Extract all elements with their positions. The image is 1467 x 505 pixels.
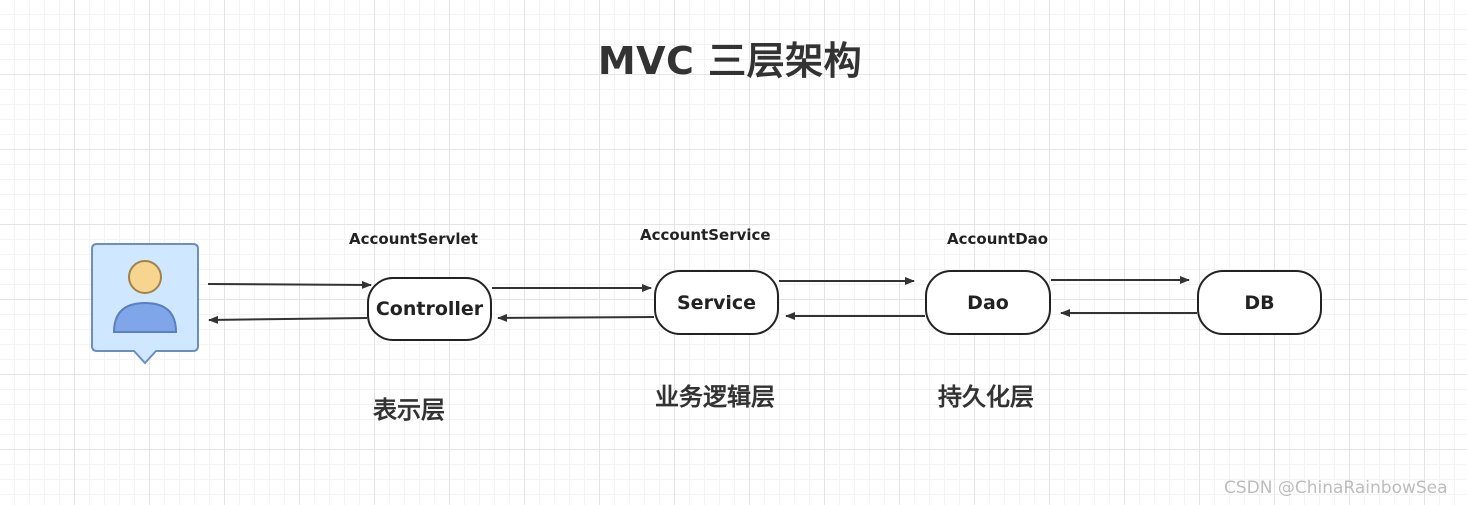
arrow-service-to-controller bbox=[497, 313, 655, 322]
controller-node: Controller bbox=[367, 277, 492, 341]
arrow-controller-to-user bbox=[208, 315, 368, 324]
layer-label-persistence: 持久化层 bbox=[938, 383, 1034, 411]
class-label-dao: AccountDao bbox=[947, 230, 1049, 248]
dao-node: Dao bbox=[925, 270, 1051, 335]
layer-label-presentation: 表示层 bbox=[373, 396, 445, 424]
watermark: CSDN @ChinaRainbowSea bbox=[1224, 478, 1448, 498]
arrow-user-to-controller bbox=[207, 280, 372, 289]
class-label-servlet: AccountServlet bbox=[349, 230, 478, 248]
diagram-title: MVC 三层架构 bbox=[597, 39, 863, 83]
layer-label-business: 业务逻辑层 bbox=[655, 383, 775, 411]
db-node: DB bbox=[1197, 270, 1322, 335]
class-label-service: AccountService bbox=[640, 226, 771, 244]
service-node: Service bbox=[654, 270, 779, 335]
user-icon bbox=[90, 243, 200, 365]
